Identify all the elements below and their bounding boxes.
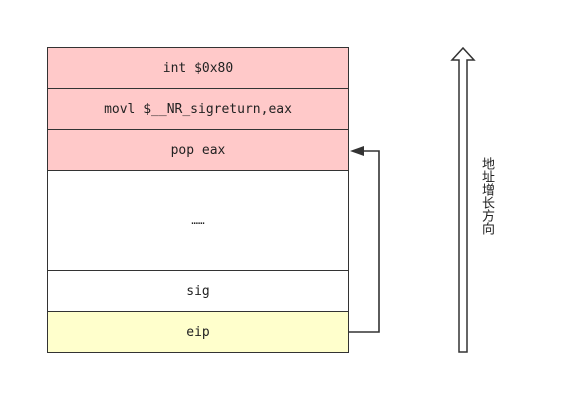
stack-cell-label: eip: [186, 324, 210, 340]
stack-cell-label: int $0x80: [162, 60, 234, 76]
stack-cell-label: ……: [191, 214, 205, 227]
address-growth-arrow-icon: [450, 46, 476, 353]
stack-cell-pop-eax: pop eax: [47, 129, 349, 171]
stack-cell-int-0x80: int $0x80: [47, 47, 349, 89]
stack-cell-label: pop eax: [170, 142, 226, 158]
stack-cell-sig: sig: [47, 270, 349, 312]
return-arrow-line: [349, 150, 380, 333]
stack-cell-eip: eip: [47, 311, 349, 353]
stack-cell-label: sig: [186, 283, 210, 299]
stack-cell-label: movl $__NR_sigreturn,eax: [104, 101, 292, 117]
address-growth-label: 地址增长方向: [479, 157, 494, 235]
return-arrow-head-icon: [350, 146, 364, 156]
